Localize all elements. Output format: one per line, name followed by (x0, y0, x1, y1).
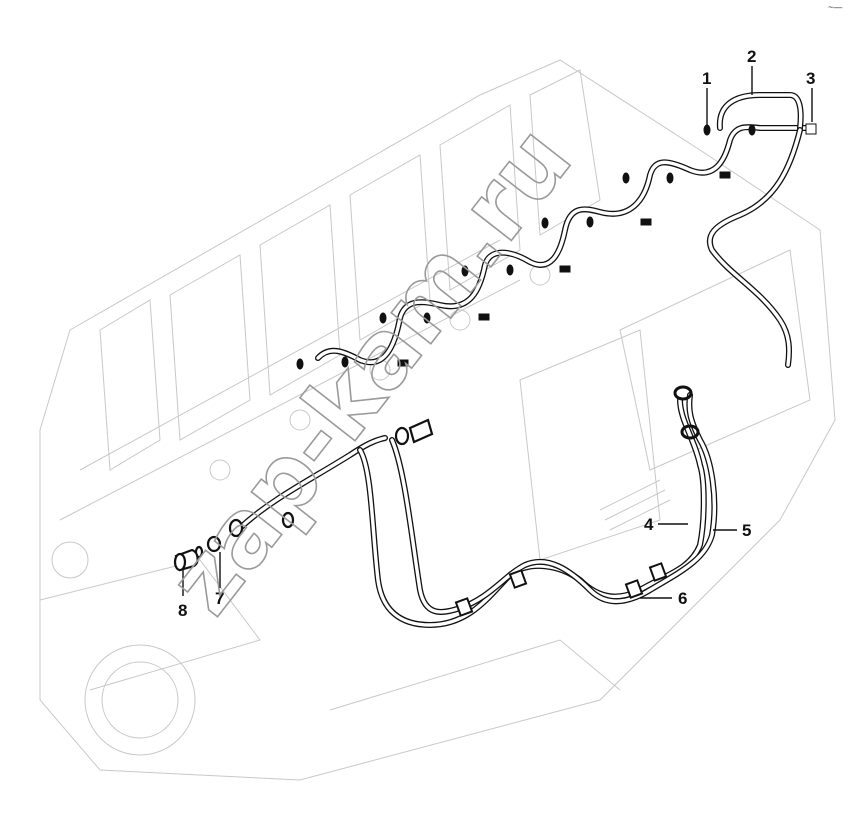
callout-2: 2 (747, 47, 756, 66)
callout-1: 1 (702, 69, 711, 88)
callout-labels: 1 2 3 4 5 6 7 8 (178, 47, 815, 620)
watermark-text: zap-kam.ru (148, 107, 592, 634)
callout-5: 5 (742, 521, 751, 540)
fittings (296, 123, 817, 370)
callout-8: 8 (178, 601, 187, 620)
callout-7: 7 (215, 589, 224, 608)
callout-4: 4 (644, 515, 654, 534)
callout-6: 6 (678, 589, 687, 608)
clamps (454, 562, 668, 617)
injector-leakoff-line (315, 92, 815, 368)
leader-lines (182, 66, 813, 599)
plug-and-washers (173, 418, 434, 572)
engine-block-ghost (39, 59, 836, 781)
fuel-supply-lines (237, 385, 718, 628)
corner-mark: ~— (828, 2, 842, 12)
callout-3: 3 (806, 69, 815, 88)
